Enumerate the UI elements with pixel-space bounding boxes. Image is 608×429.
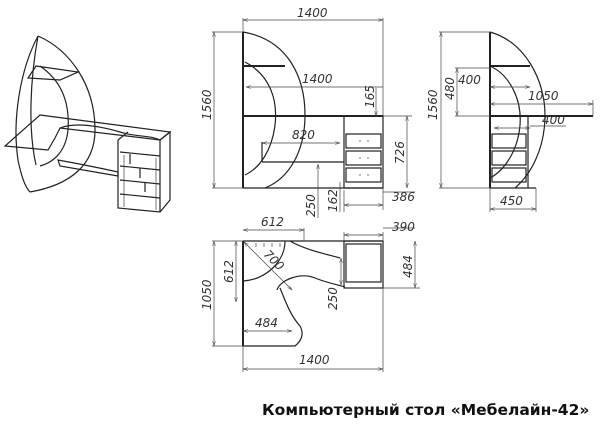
- dim-side-480: 480: [443, 77, 457, 100]
- dim-top-1400: 1400: [299, 353, 330, 367]
- dim-front-250: 250: [304, 194, 318, 217]
- dim-front-desk-width: 1400: [302, 72, 333, 86]
- isometric-view: [3, 35, 172, 213]
- dim-front-162: 162: [326, 189, 340, 212]
- dim-top-390: 390: [392, 220, 415, 234]
- dim-front-820: 820: [292, 128, 315, 142]
- drawing-title: Компьютерный стол «Мебелайн-42»: [262, 401, 590, 419]
- dim-side-400-top: 400: [458, 73, 481, 87]
- dim-front-726: 726: [393, 141, 407, 164]
- dim-front-width: 1400: [297, 6, 328, 20]
- dim-top-612-v: 612: [222, 260, 236, 283]
- dim-top-1050: 1050: [200, 279, 214, 310]
- dim-top-612-h: 612: [261, 215, 284, 229]
- side-view: 1560 480 400 1050 400 450: [426, 31, 594, 212]
- dim-front-165: 165: [363, 85, 377, 108]
- top-view: 612 390 1050 612 700 484 250 484 1400: [200, 215, 420, 372]
- dim-side-400-bottom: 400: [542, 113, 565, 127]
- dim-front-386: 386: [392, 190, 415, 204]
- dim-top-250: 250: [326, 287, 340, 310]
- front-view: 1400 1400 1560 165 726 820 250 162 386: [200, 6, 415, 218]
- dim-side-1050: 1050: [528, 89, 559, 103]
- dim-top-484-v: 484: [401, 255, 415, 278]
- dim-front-height: 1560: [200, 89, 214, 120]
- dim-side-height: 1560: [426, 89, 440, 120]
- dim-side-450: 450: [500, 194, 523, 208]
- dim-top-484-h: 484: [255, 316, 278, 330]
